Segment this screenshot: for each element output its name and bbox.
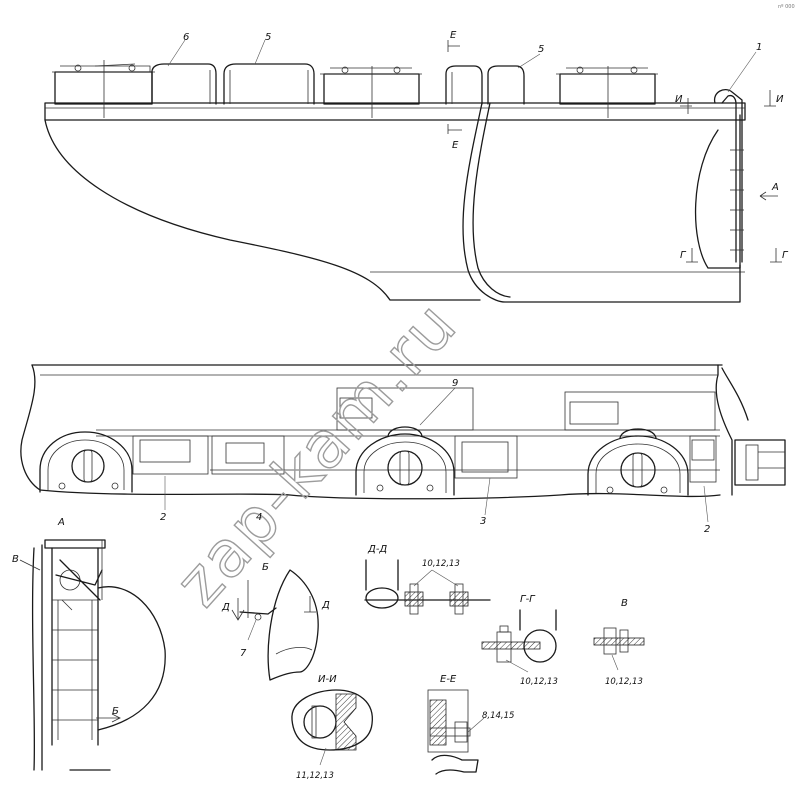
wheel-arch-1: [39, 431, 133, 493]
callout-6: 6: [183, 32, 189, 43]
cut-E-bot: Е: [452, 140, 459, 151]
view-V-fasteners: 10,12,13: [605, 677, 643, 687]
cut-I-left: И: [675, 94, 683, 105]
detail-bracket: [231, 569, 319, 681]
cut-D-right: Д: [321, 600, 330, 611]
hatch-3: [556, 66, 658, 118]
section-II-title: И-И: [318, 674, 337, 685]
callout-1: 1: [756, 42, 762, 53]
wheel-arch-2: [355, 426, 455, 496]
arrow-A: А: [771, 182, 779, 193]
cut-D-left: Д: [221, 602, 230, 613]
cut-E-top: Е: [450, 30, 457, 41]
section-DD-title: Д-Д: [367, 544, 387, 555]
view-V-title: В: [621, 598, 628, 609]
cut-G-right: Г: [782, 250, 789, 261]
section-GG-title: Г-Г: [520, 594, 536, 605]
callout-2a: 2: [160, 512, 166, 523]
callout-5b: 5: [538, 44, 544, 55]
watermark: zap-kam.ru: [162, 288, 472, 621]
callout-5a: 5: [265, 32, 271, 43]
section-DD: [364, 559, 491, 615]
view-A-title: А: [57, 517, 65, 528]
hatch-2: [320, 66, 422, 118]
mark-B-small: Б: [262, 562, 269, 573]
section-GG: [481, 609, 557, 673]
section-EE-title: Е-Е: [440, 674, 457, 685]
handrail-1: [151, 63, 217, 105]
mark-V: В: [12, 554, 19, 565]
section-EE: [427, 689, 485, 775]
hatch-1: [52, 60, 155, 118]
cut-G-left: Г: [680, 250, 687, 261]
tank-side-view: [20, 364, 786, 500]
callout-7: 7: [240, 648, 247, 659]
tank-top-view: [44, 40, 782, 303]
section-II: [291, 689, 373, 766]
section-II-fasteners: 11,12,13: [296, 771, 334, 781]
cut-I-right: И: [776, 94, 784, 105]
arrow-B: Б: [112, 706, 119, 717]
callout-3: 3: [480, 516, 486, 527]
callout-4: 4: [256, 512, 262, 523]
view-A-ladder: [19, 539, 166, 771]
callout-2b: 2: [704, 524, 710, 535]
wheel-arch-3: [587, 428, 689, 496]
callout-9: 9: [452, 378, 458, 389]
view-V: [593, 627, 645, 671]
section-GG-fasteners: 10,12,13: [520, 677, 558, 687]
handrail-3: [445, 65, 525, 105]
corner-note: nº 000: [778, 4, 795, 10]
section-DD-fasteners: 10,12,13: [422, 559, 460, 569]
section-EE-fasteners: 8,14,15: [482, 711, 514, 721]
handrail-2: [223, 63, 315, 105]
